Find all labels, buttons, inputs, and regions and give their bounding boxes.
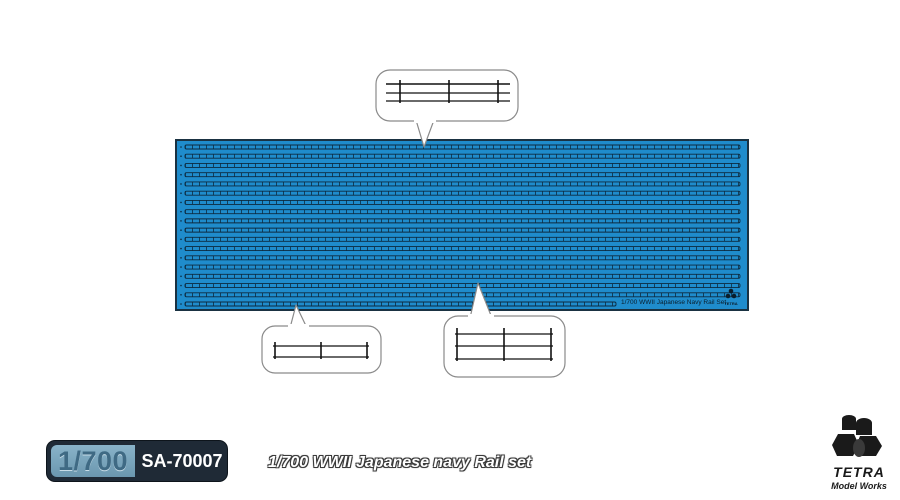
rail-row — [180, 218, 741, 224]
rail-row — [180, 163, 741, 168]
brand-logo: TETRA Model Works — [824, 408, 894, 496]
rail-row — [180, 246, 741, 252]
callout-top-rail-detail — [375, 69, 519, 148]
scale-code-badge: 1/700 SA-70007 — [47, 441, 227, 481]
sheet-label: 1/700 WWII Japanese Navy Rail Set — [621, 299, 726, 306]
rail-row — [180, 209, 741, 215]
product-title: 1/700 WWII Japanese navy Rail set — [268, 454, 532, 471]
rail-row — [180, 199, 741, 205]
rail-row — [180, 301, 617, 307]
tetra-logo-icon — [832, 415, 882, 457]
rail-row — [180, 181, 741, 187]
product-code: SA-70007 — [141, 451, 223, 471]
rail-row — [180, 255, 741, 261]
scale-label: 1/700 — [51, 445, 135, 477]
callout-bottom-left-rail-detail — [261, 304, 382, 374]
photo-etch-sheet — [175, 139, 749, 311]
svg-text:TETRA: TETRA — [724, 301, 737, 306]
rail-row — [180, 227, 741, 233]
rail-row — [180, 273, 741, 279]
rail-row — [180, 172, 741, 178]
rail-row — [180, 283, 741, 288]
rail-row — [180, 264, 741, 270]
rail-rows — [180, 144, 741, 307]
rail-row — [180, 236, 741, 242]
sheet-brand-mark: TETRA — [724, 288, 738, 306]
callout-bottom-right-rail-detail — [443, 282, 566, 378]
brand-name: TETRA — [833, 464, 885, 480]
rail-row — [180, 292, 741, 298]
brand-subtitle: Model Works — [831, 481, 887, 491]
rail-row — [180, 144, 741, 150]
rail-row — [180, 190, 741, 196]
rail-row — [180, 153, 741, 159]
